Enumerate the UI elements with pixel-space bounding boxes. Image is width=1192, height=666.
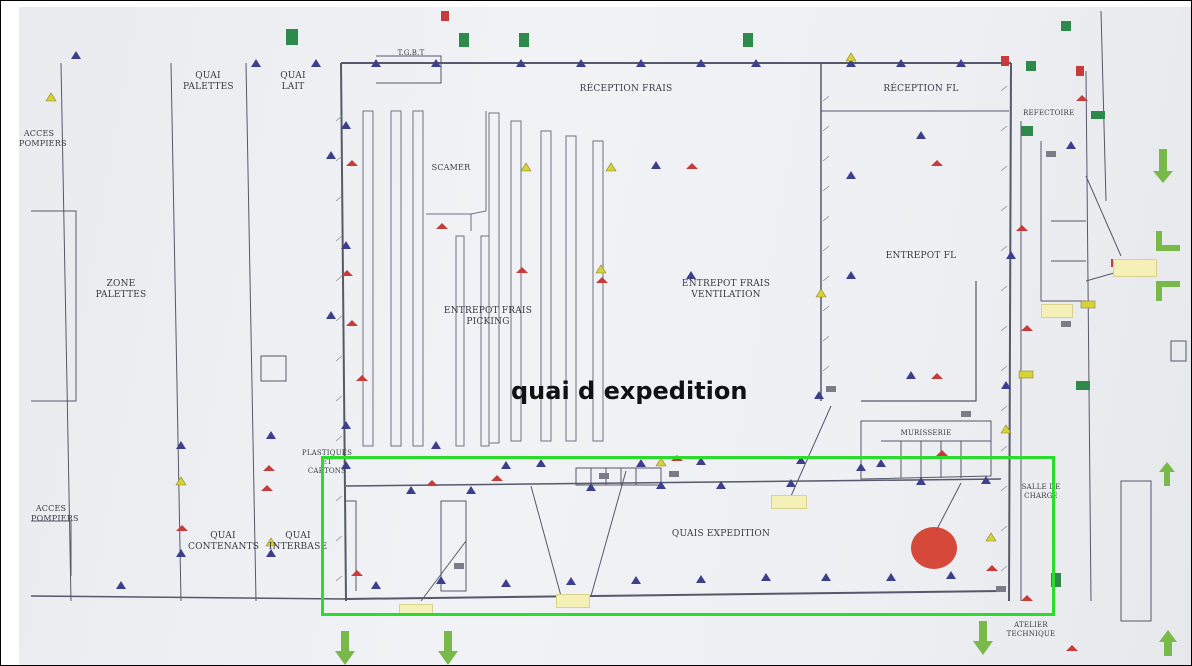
label-quai-contenants: QUAI CONTENANTS [188,531,260,552]
label-zone-palettes: ZONE PALETTES [95,279,147,300]
label-reception-frais: RÉCEPTION FRAIS [579,84,673,94]
exit-signs [286,21,1105,587]
label-entrepot-frais-picking: ENTREPOT FRAIS PICKING [443,306,533,327]
sticker [771,495,807,509]
sticker [1041,304,1073,318]
label-quais-expedition: QUAIS EXPEDITION [671,529,771,539]
sticker [556,594,590,608]
label-quai-lait: QUAI LAIT [280,71,306,92]
label-reception-fl: RÉCEPTION FL [883,84,959,94]
label-entrepot-frais-ventilation: ENTREPOT FRAIS VENTILATION [681,279,771,300]
label-acces-pompiers-top: ACCES POMPIERS [19,129,67,148]
expedition-highlight-box [321,456,1055,616]
label-tgbt: T.G.B.T [397,49,425,57]
yellow-markers [45,52,1096,547]
label-scamer: SCAMER [431,163,471,172]
label-murisserie: MURISSERIE [900,429,952,437]
label-quai-palettes: QUAI PALETTES [183,71,234,92]
label-acces-pompiers-bottom: ACCES POMPIERS [31,504,79,523]
assembly-point-marker [911,527,957,569]
label-plastiques-cartons: PLASTIQUES ET CARTONS [301,449,353,475]
label-atelier-technique: ATELIER TECHNIQUE [1006,621,1056,638]
floor-plan-photo [19,7,1191,665]
overlay-label: quai d expedition [511,377,748,405]
label-refectoire: REFECTOIRE [1023,109,1075,117]
blue-markers [71,51,1076,589]
green-arrows [335,149,1180,665]
sticker [1113,259,1157,277]
label-entrepot-fl: ENTREPOT FL [885,251,957,261]
label-quai-interbase: QUAI INTERBASE [268,531,328,552]
